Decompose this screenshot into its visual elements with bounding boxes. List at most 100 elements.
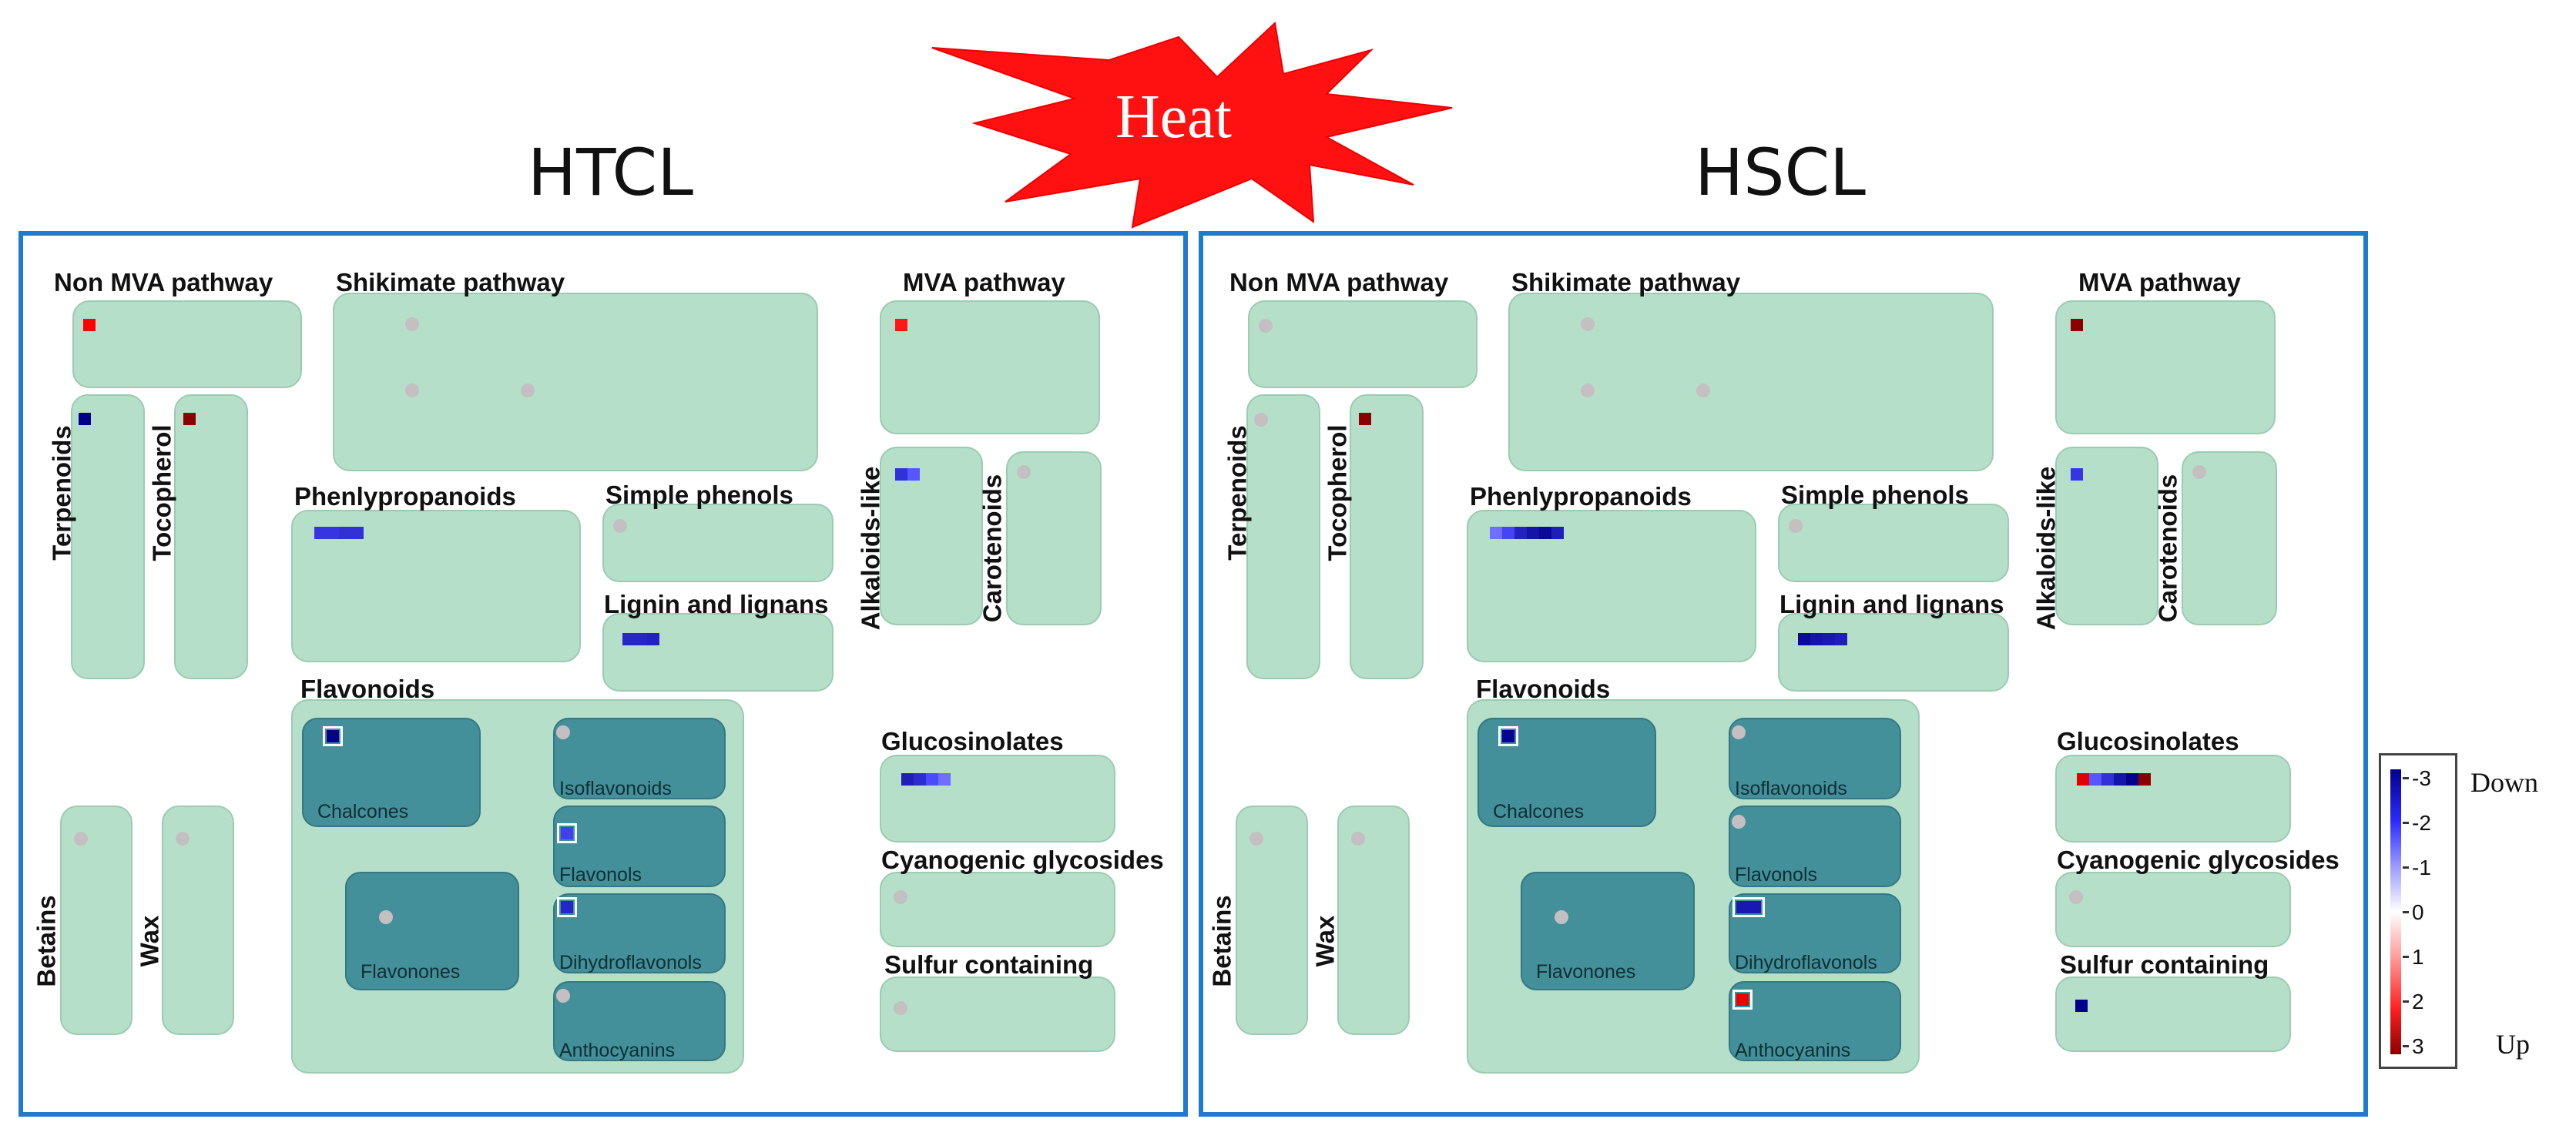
- htcl-alkaloids-heat-cell: [907, 468, 920, 481]
- htcl-betains-label: Betains: [32, 895, 61, 987]
- hscl-cyanogenic-empty-marker: [2069, 890, 2083, 904]
- htcl-cyanogenic-box: [880, 872, 1115, 947]
- htcl-dihydroflavonols-box: [553, 893, 726, 973]
- htcl-mva-heat-cell: [895, 319, 907, 331]
- htcl-simple-phenols-label: Simple phenols: [605, 481, 793, 509]
- htcl-glucosinolates-heat-cell: [938, 773, 951, 786]
- htcl-lignin-label: Lignin and lignans: [604, 590, 829, 618]
- htcl-tocopherol-heat-cell: [183, 413, 196, 425]
- hscl-lignin-heat-cell: [1835, 633, 1847, 645]
- heat-burst-icon: [931, 21, 1453, 229]
- htcl-tocopherol-box: [174, 394, 248, 679]
- hscl-phenylpropanoids-label: Phenlypropanoids: [1470, 482, 1692, 511]
- hscl-isoflavonoids-label: Isoflavonoids: [1735, 778, 1847, 799]
- hscl-shikimate-empty-marker: [1581, 317, 1595, 331]
- htcl-anthocyanins-box: [553, 981, 726, 1061]
- hscl-terpenoids-label: Terpenoids: [1223, 425, 1252, 561]
- htcl-flavonoids-label: Flavonoids: [300, 675, 435, 703]
- legend-tick-label: 1: [2412, 945, 2424, 969]
- hscl-chalcones-cell-outline: [1498, 726, 1518, 746]
- hscl-lignin-heat-cell: [1798, 633, 1810, 645]
- htcl-dihydroflavonols-label: Dihydroflavonols: [559, 952, 702, 973]
- hscl-isoflavonoids-box: [1729, 718, 1901, 799]
- hscl-non-mva-box: [1248, 300, 1478, 388]
- legend-tick-label: 3: [2412, 1034, 2424, 1058]
- hscl-flavonones-label: Flavonones: [1536, 961, 1636, 983]
- hscl-carotenoids-box: [2182, 451, 2277, 625]
- htcl-terpenoids-label: Terpenoids: [47, 425, 76, 561]
- hscl-simple-phenols-label: Simple phenols: [1781, 481, 1969, 509]
- hscl-phenylpropanoids-heat-cell: [1551, 527, 1564, 539]
- hscl-dihydroflavonols-heat-cell: [1736, 901, 1749, 913]
- legend-tick-mark: [2403, 1000, 2409, 1003]
- hscl-shikimate-empty-marker: [1581, 384, 1595, 397]
- legend-up-label: Up: [2496, 1029, 2530, 1060]
- hscl-terpenoids-box: [1246, 394, 1320, 679]
- hscl-simple-phenols-box: [1778, 504, 2009, 582]
- htcl-carotenoids-box: [1006, 451, 1102, 625]
- htcl-mva-box: [880, 300, 1100, 434]
- legend-down-label: Down: [2470, 767, 2538, 798]
- hscl-anthocyanins-cell-outline: [1732, 990, 1753, 1010]
- htcl-flavonols-label: Flavonols: [559, 864, 642, 886]
- hscl-chalcones-label: Chalcones: [1493, 801, 1585, 822]
- hscl-glucosinolates-heat-cell: [2089, 773, 2101, 786]
- hscl-flavonones-empty-marker: [1555, 910, 1568, 924]
- hscl-alkaloids-label: Alkaloids-like: [2031, 466, 2061, 631]
- htcl-isoflavonoids-empty-marker: [556, 725, 570, 739]
- htcl-dihydroflavonols-heat-cell: [561, 901, 573, 913]
- legend-tick-label: 2: [2412, 990, 2424, 1013]
- htcl-flavonones-box: [345, 872, 519, 990]
- hscl-cyanogenic-label: Cyanogenic glycosides: [2057, 846, 2340, 874]
- htcl-anthocyanins-label: Anthocyanins: [559, 1040, 676, 1061]
- hscl-glucosinolates-box: [2055, 755, 2291, 843]
- hscl-flavonoids-label: Flavonoids: [1476, 675, 1611, 703]
- htcl-lignin-box: [602, 613, 834, 692]
- legend-tick-mark: [2403, 911, 2409, 913]
- htcl-glucosinolates-heat-cell: [926, 773, 938, 786]
- hscl-dihydroflavonols-label: Dihydroflavonols: [1735, 952, 1877, 973]
- htcl-flavonols-heat-cell: [561, 827, 573, 839]
- hscl-mva-heat-cell: [2071, 319, 2083, 331]
- htcl-terpenoids-box: [71, 394, 145, 679]
- htcl-phenylpropanoids-label: Phenlypropanoids: [294, 482, 516, 511]
- stress-label: Heat: [1115, 83, 1233, 151]
- htcl-mva-label: MVA pathway: [903, 268, 1065, 296]
- htcl-sulfur-label: Sulfur containing: [884, 950, 1094, 979]
- legend-tick-label: -1: [2412, 856, 2431, 879]
- legend-tick-mark: [2403, 1045, 2409, 1047]
- hscl-glucosinolates-heat-cell: [2138, 773, 2151, 786]
- htcl-sulfur-box: [880, 977, 1115, 1052]
- hscl-dihydroflavonols-heat-cell: [1749, 901, 1761, 913]
- hscl-sulfur-label: Sulfur containing: [2060, 950, 2269, 979]
- legend-tick-mark: [2403, 777, 2409, 779]
- hscl-mva-box: [2055, 300, 2276, 434]
- hscl-lignin-label: Lignin and lignans: [1779, 590, 2004, 618]
- hscl-carotenoids-label: Carotenoids: [2153, 474, 2182, 623]
- hscl-phenylpropanoids-heat-cell: [1514, 527, 1527, 539]
- hscl-wax-label: Wax: [1310, 915, 1340, 967]
- htcl-shikimate-empty-marker: [405, 384, 419, 397]
- htcl-shikimate-empty-marker: [405, 317, 419, 331]
- htcl-phenylpropanoids-heat-cell: [314, 527, 327, 539]
- htcl-isoflavonoids-box: [553, 718, 726, 799]
- hscl-betains-label: Betains: [1207, 895, 1236, 987]
- htcl-cyanogenic-label: Cyanogenic glycosides: [881, 846, 1164, 874]
- hscl-betains-box: [1236, 806, 1308, 1035]
- hscl-tocopherol-heat-cell: [1359, 413, 1371, 425]
- hscl-wax-box: [1337, 806, 1410, 1035]
- hscl-flavonols-box: [1729, 806, 1901, 887]
- htcl-phenylpropanoids-heat-cell: [351, 527, 364, 539]
- htcl-flavonones-label: Flavonones: [361, 961, 461, 983]
- hscl-glucosinolates-heat-cell: [2114, 773, 2126, 786]
- hscl-flavonones-box: [1521, 872, 1695, 990]
- htcl-wax-label: Wax: [135, 915, 164, 967]
- panel-title-right: HSCL: [1695, 135, 1866, 210]
- hscl-shikimate-label: Shikimate pathway: [1511, 268, 1741, 296]
- htcl-carotenoids-label: Carotenoids: [978, 474, 1007, 623]
- hscl-betains-empty-marker: [1249, 832, 1263, 846]
- htcl-flavonols-cell-outline: [557, 823, 577, 843]
- hscl-dihydroflavonols-cell-outline: [1732, 897, 1765, 917]
- htcl-lignin-heat-cell: [635, 633, 647, 645]
